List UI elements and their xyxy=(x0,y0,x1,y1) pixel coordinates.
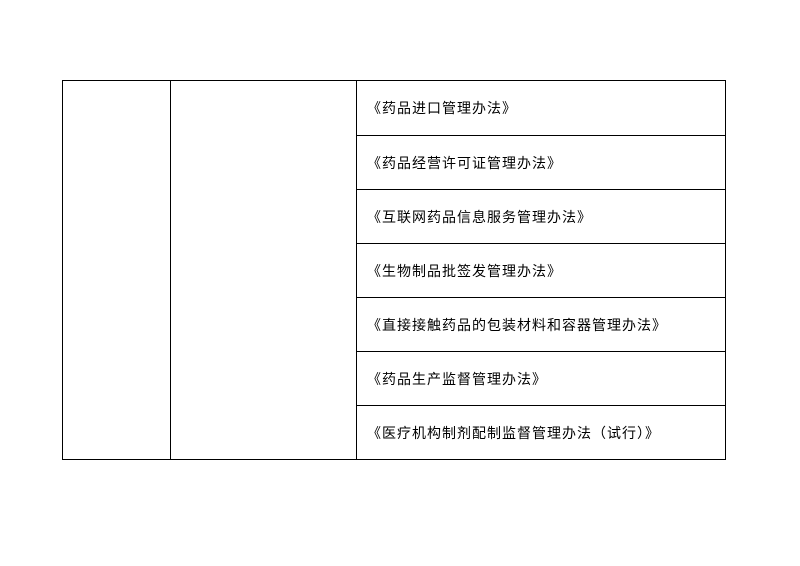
table-row: 《直接接触药品的包装材料和容器管理办法》 xyxy=(63,297,726,352)
regulation-item: 《直接接触药品的包装材料和容器管理办法》 xyxy=(356,297,726,352)
regulation-item: 《生物制品批签发管理办法》 xyxy=(356,243,726,298)
table-row: 《互联网药品信息服务管理办法》 xyxy=(63,189,726,244)
regulation-item: 《互联网药品信息服务管理办法》 xyxy=(356,189,726,244)
table-cell-category xyxy=(62,80,171,460)
table-row: 《药品进口管理办法》 xyxy=(62,80,726,460)
regulation-item: 《医疗机构制剂配制监督管理办法（试行）》 xyxy=(356,405,726,460)
table-row: 《药品生产监督管理办法》 xyxy=(63,351,726,406)
table-row: 《医疗机构制剂配制监督管理办法（试行）》 xyxy=(63,405,726,460)
regulation-item: 《药品经营许可证管理办法》 xyxy=(356,135,726,190)
regulation-item: 《药品生产监督管理办法》 xyxy=(356,351,726,406)
table-cell-subcategory xyxy=(170,80,357,460)
table-row: 《药品经营许可证管理办法》 xyxy=(63,135,726,190)
regulations-table: 《药品进口管理办法》 《药品经营许可证管理办法》 《互联网药品信息服务管理办法》… xyxy=(62,80,726,460)
regulation-item: 《药品进口管理办法》 xyxy=(356,80,726,136)
